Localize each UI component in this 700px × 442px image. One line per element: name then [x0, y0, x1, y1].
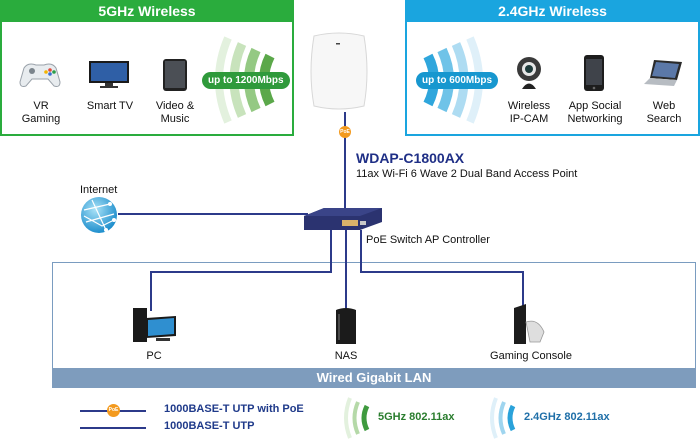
lan-label-pc: PC — [146, 350, 162, 362]
legend-24ghz-icon — [490, 397, 516, 439]
tablet-icon — [163, 59, 187, 91]
legend-24ghz-text: 2.4GHz 802.11ax — [524, 411, 610, 423]
device-label-app-social-networking: App Social Networking — [567, 100, 623, 125]
device-label-smart-tv: Smart TV — [86, 100, 134, 112]
panel-24ghz-title: 2.4GHz Wireless — [405, 0, 700, 22]
legend-utp-text: 1000BASE-T UTP — [164, 420, 255, 432]
cable-switch-pc-horizontal — [150, 271, 332, 273]
device-label-vr-gaming: VR Gaming — [21, 100, 61, 125]
smartphone-icon — [584, 55, 604, 91]
switch-label: PoE Switch AP Controller — [366, 234, 490, 246]
legend-poe-text: 1000BASE-T UTP with PoE — [164, 403, 304, 415]
legend-utp-line — [80, 427, 146, 429]
device-label-wireless-ip-cam: Wireless IP-CAM — [507, 100, 551, 125]
device-label-video-music: Video & Music — [155, 100, 195, 125]
cable-ap-to-switch — [344, 112, 346, 214]
tv-icon — [89, 61, 129, 88]
internet-globe-icon — [81, 197, 117, 233]
cable-switch-pc-vertical — [330, 230, 332, 272]
webcam-icon — [517, 57, 541, 89]
lan-label-nas: NAS — [334, 350, 358, 362]
cable-switch-nas — [345, 230, 347, 308]
cable-internet-to-switch — [118, 213, 308, 215]
cable-pc-drop — [150, 271, 152, 311]
legend-poe-badge: PoE — [107, 404, 120, 417]
laptop-icon — [644, 60, 682, 86]
legend-5ghz-icon — [344, 397, 370, 439]
speed-badge-24ghz: up to 600Mbps — [416, 72, 499, 89]
wired-lan-title: Wired Gigabit LAN — [52, 368, 696, 388]
cable-console-drop — [522, 271, 524, 307]
poe-switch-icon — [304, 208, 382, 230]
pc-icon — [133, 308, 176, 342]
device-label-web-search: Web Search — [646, 100, 682, 125]
ap-model-title: WDAP-C1800AX — [356, 150, 465, 166]
lan-label-gaming-console: Gaming Console — [490, 350, 572, 362]
access-point-icon — [310, 32, 368, 110]
internet-label: Internet — [80, 184, 118, 196]
cable-switch-console-horizontal — [360, 271, 524, 273]
speed-badge-5ghz: up to 1200Mbps — [202, 72, 290, 89]
nas-icon — [336, 308, 356, 344]
poe-badge: PoE — [339, 126, 351, 138]
ap-description: 11ax Wi-Fi 6 Wave 2 Dual Band Access Poi… — [356, 168, 578, 180]
cable-switch-console-vertical — [360, 230, 362, 272]
gamepad-icon — [19, 63, 61, 87]
panel-5ghz-title: 5GHz Wireless — [0, 0, 294, 22]
legend-5ghz-text: 5GHz 802.11ax — [378, 411, 455, 423]
game-console-icon — [514, 304, 545, 344]
